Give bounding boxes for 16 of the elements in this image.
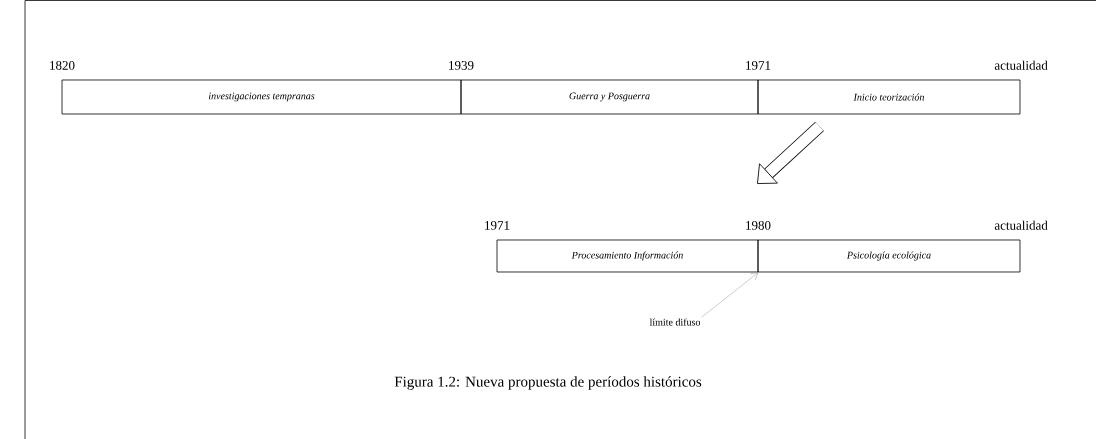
period-box: Guerra y Posguerra [460,79,759,115]
leader-line [701,272,759,318]
figure-caption: Figura 1.2: Nueva propuesta de períodos históricos [394,376,702,390]
year-label: 1939 [449,61,474,70]
year-label: actualidad [994,60,1048,70]
year-label: 1971 [746,61,771,70]
period-box: Psicología ecológica [757,239,1021,273]
block-arrow [757,121,824,184]
period-box: Procesamiento Información [496,239,759,273]
year-label: 1980 [746,221,771,230]
period-box: investigaciones tempranas [61,79,462,115]
period-box: Inicio teorización [757,79,1021,115]
year-label: 1820 [50,61,75,70]
year-label: actualidad [994,220,1048,230]
year-label: 1971 [485,221,510,230]
annotation-text: límite difuso [649,318,701,326]
